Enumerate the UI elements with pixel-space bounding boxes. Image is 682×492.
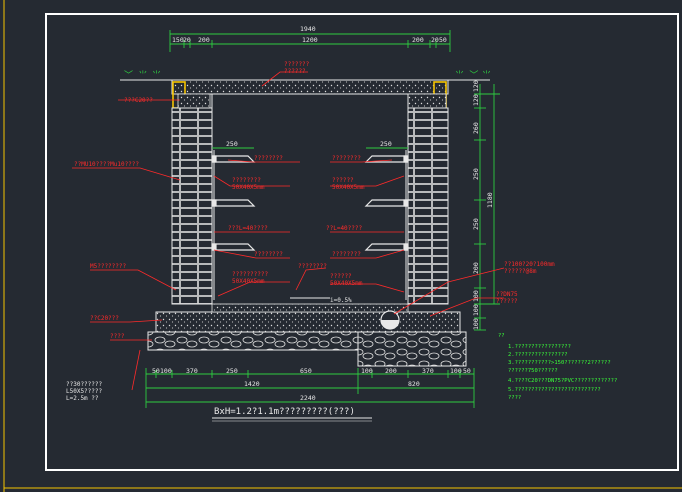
label-right-support-top: ????????	[332, 155, 361, 162]
ring-beam-right	[407, 93, 447, 109]
leader-lines	[72, 71, 505, 391]
dim-right-3: 260	[472, 122, 480, 134]
label-right-support-low-top: ????????	[332, 251, 361, 258]
dim-bot-10: 50	[463, 367, 471, 375]
label-left-wall-top: ???C20??	[124, 97, 153, 104]
left-brick-wall	[171, 107, 213, 305]
right-dimension-texts: 120 120 260 250 250 200 100 1180 100 100	[472, 80, 494, 330]
dim-right-4: 250	[472, 168, 480, 180]
label-base-concrete: ??C20???	[90, 315, 119, 322]
annotation-texts: ????????????? ???C20?? ??MU10????Mu10???…	[74, 61, 555, 340]
note-3b: ??????750??????	[508, 368, 558, 374]
label-slope: i=0.5%	[330, 297, 352, 304]
dim-right-1: 120	[472, 80, 480, 92]
label-support-low: ??????????50X40X5mm	[232, 271, 269, 285]
dim-bot-8: 370	[422, 367, 434, 375]
dim-sub-left: 1420	[244, 380, 260, 388]
dim-right-6: 200	[472, 262, 480, 274]
dim-bot-4: 250	[226, 367, 238, 375]
notes-heading: ??	[498, 333, 505, 339]
stone-bed-right	[357, 331, 467, 367]
label-support-top: ????????	[254, 155, 283, 162]
note-5b: ????	[508, 395, 521, 401]
dim-sub-right: 820	[408, 380, 420, 388]
right-cable-supports	[364, 155, 409, 251]
dim-bot-7: 200	[385, 367, 397, 375]
cover-slab	[171, 79, 449, 95]
note-1: 1.?????????????????	[508, 344, 571, 350]
dim-right-7: 100	[472, 290, 480, 302]
dim-top-7: 50	[439, 36, 447, 44]
base-concrete	[155, 311, 461, 333]
dim-right-base-1: 100	[472, 304, 480, 316]
ground-rod-note: ??30??????L50X5?????L=2.5m ??	[66, 381, 103, 402]
dim-right-2: 120	[472, 94, 480, 106]
label-right-support-mid: ??L=40????	[326, 225, 363, 232]
dim-bot-6: 100	[361, 367, 373, 375]
dim-bot-1: 50	[152, 367, 160, 375]
floor-screed	[211, 303, 409, 313]
svg-text:⺌: ⺌	[152, 70, 161, 81]
label-left-wall-mortar: M5????????	[90, 263, 127, 270]
dim-right-5: 250	[472, 218, 480, 230]
drawing-frame	[45, 13, 679, 471]
label-right-support-low: ??????50X40X5mm	[330, 273, 363, 287]
ring-beam-left	[177, 93, 211, 109]
stone-bed-left	[147, 331, 359, 351]
grounding-strip	[213, 150, 407, 300]
dim-top-6: 20	[431, 36, 439, 44]
dim-bot-2: 100	[160, 367, 172, 375]
dim-right-base-2: 100	[472, 318, 480, 330]
note-4: 4.????C20???DN75?PVC?????????????	[508, 378, 617, 384]
svg-text:⺌: ⺌	[482, 70, 491, 81]
label-drain-detail: ??DN75??????	[496, 291, 518, 305]
dim-overall-top: 1940	[300, 25, 316, 33]
label-center-note: ????????	[298, 263, 327, 270]
note-2: 2.????????????????	[508, 352, 568, 358]
dim-bottom-total: 2240	[300, 394, 316, 402]
dim-shelf-left: 250	[226, 140, 238, 148]
svg-text:⺌ ﹀: ⺌ ﹀	[455, 70, 478, 81]
dimension-texts: 1940 150 20 200 1200 200 20 50 250 250 5…	[152, 25, 471, 402]
right-brick-wall	[407, 107, 449, 305]
dim-top-3: 200	[198, 36, 210, 44]
left-cable-supports	[211, 155, 256, 251]
label-ground-rod: ??30??????L50X5?????L=2.5m ??	[66, 381, 103, 402]
label-drain-pipe: ??100?20?100mm??????@8m	[504, 261, 555, 275]
label-right-angle: ??????50X40X5mm	[332, 177, 365, 191]
dim-top-4: 1200	[302, 36, 318, 44]
dim-bot-3: 370	[186, 367, 198, 375]
dim-top-1: 150	[172, 36, 184, 44]
label-support-low-top: ????????	[254, 251, 283, 258]
dim-bot-5: 650	[300, 367, 312, 375]
label-left-wall-mid: ??MU10????Mu10????	[74, 161, 139, 168]
dim-top-5: 200	[412, 36, 424, 44]
grass-symbol: ﹀ ⺌ ⺌ ⺌ ﹀ ⺌	[124, 70, 491, 81]
dim-shelf-right: 250	[380, 140, 392, 148]
dim-right-total: 1180	[486, 192, 494, 208]
note-3: 3.???????????>150???????2??????	[508, 360, 611, 366]
note-5: 5.??????????????????????????	[508, 387, 601, 393]
label-base-stone: ????	[110, 333, 125, 340]
dimension-lines	[145, 30, 500, 408]
label-cover-slab: ?????????????	[284, 61, 310, 75]
svg-text:﹀ ⺌: ﹀ ⺌	[124, 70, 147, 81]
label-support-angle: ????????50X40X5mm	[232, 177, 265, 191]
notes-block: ?? 1.????????????????? 2.???????????????…	[498, 333, 617, 401]
drawing-title: BxH=1.2?1.1m?????????(???)	[214, 407, 355, 417]
label-support-mid: ???L=40????	[228, 225, 268, 232]
dim-top-2: 20	[183, 36, 191, 44]
drain-pipe-fill	[381, 320, 399, 329]
dim-bot-9: 100	[450, 367, 462, 375]
